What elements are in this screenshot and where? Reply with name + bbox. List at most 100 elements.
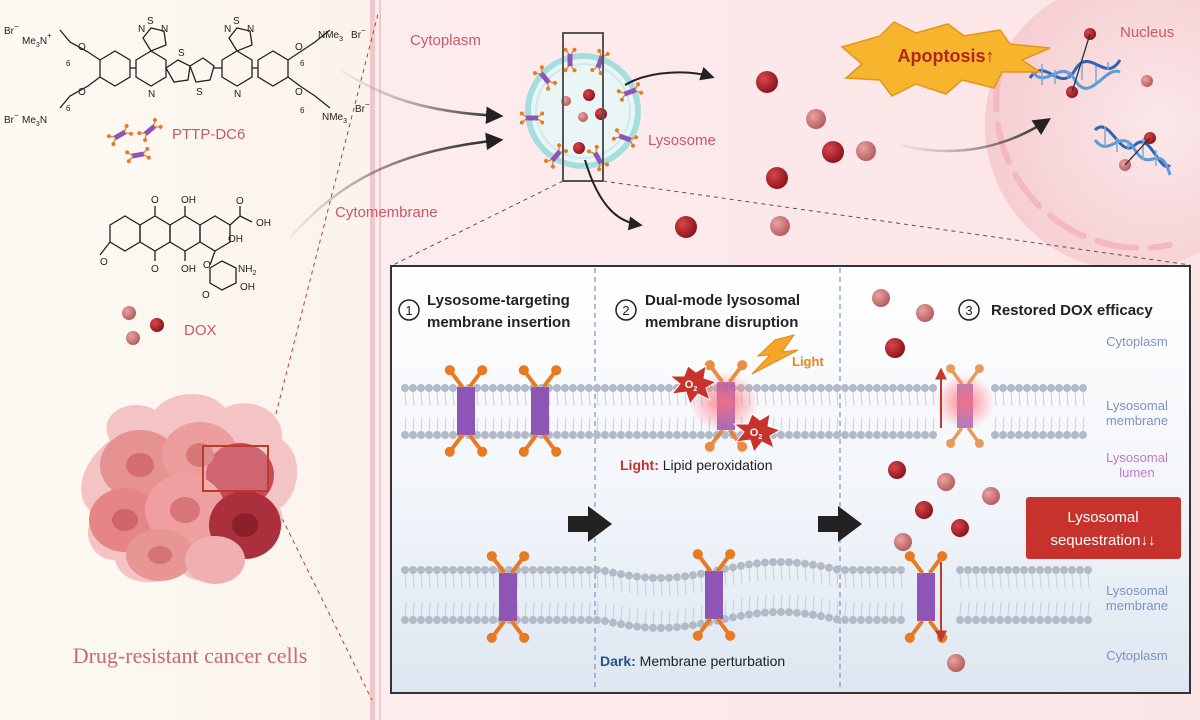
dox-molecule [675, 216, 697, 238]
disruption-glow [935, 374, 995, 430]
side-label-lumen-2: lumen [1119, 465, 1154, 480]
dox-molecule [888, 461, 906, 479]
pttp-molecule [543, 143, 569, 169]
light-label: Light [792, 354, 824, 369]
light-caption: Light: Lipid peroxidation [620, 457, 773, 473]
cytomembrane-label: Cytomembrane [335, 204, 438, 221]
pttp-molecule [519, 111, 545, 125]
cell-nucleus [112, 509, 138, 531]
dox-molecule [822, 141, 844, 163]
dox-molecule [951, 519, 969, 537]
step-number-circle [615, 299, 637, 321]
dox-label: DOX [184, 322, 217, 339]
pttp-dc6-structure [59, 27, 331, 109]
side-label-membrane-top-1: Lysosomal [1106, 398, 1168, 413]
dox-molecule [756, 71, 778, 93]
pttp-molecules-on-lysosome [519, 47, 644, 172]
dox-molecule [885, 338, 905, 358]
step-number: 1 [405, 303, 412, 318]
cytoplasm-label: Cytoplasm [410, 32, 481, 49]
svg-text:N: N [148, 89, 155, 100]
pttp-legend-icons [106, 117, 163, 164]
dna-helix-icon [1028, 59, 1122, 90]
cell-nucleus [170, 497, 200, 523]
step-title-line2: membrane disruption [645, 314, 798, 331]
pttp-molecule [137, 117, 163, 143]
svg-text:Br−: Br− [4, 22, 19, 37]
zoom-box [562, 32, 604, 182]
lipid-bilayer [956, 566, 1092, 624]
svg-text:6: 6 [300, 106, 305, 115]
svg-text:6: 6 [300, 59, 305, 68]
dark-caption: Dark: Membrane perturbation [600, 653, 785, 669]
dox-atom-labels: O OH O OH OH O OH O O NH2 OH O [100, 195, 271, 301]
pttp-in-membranes [444, 360, 984, 643]
svg-text:O: O [78, 87, 86, 98]
svg-text:N: N [161, 24, 168, 35]
step-arrow-icon [568, 506, 612, 542]
side-label-lumen-1: Lysosomal [1106, 450, 1168, 465]
dox-molecule [573, 142, 585, 154]
lysosome-label: Lysosome [648, 132, 716, 149]
svg-text:NH2: NH2 [238, 264, 256, 277]
svg-text:O: O [100, 257, 108, 268]
step-3-header: 3 Restored DOX efficacy [958, 299, 1153, 321]
side-labels: Cytoplasm Lysosomal membrane Lysosomal l… [1106, 334, 1168, 663]
svg-text:OH: OH [181, 195, 196, 206]
left-background [0, 0, 372, 720]
step-arrow-icon [818, 506, 862, 542]
zoom-line-cell-top [267, 13, 379, 446]
pttp-molecule [692, 549, 736, 641]
cancer-cell-cluster [81, 393, 298, 584]
nucleus-label: Nucleus [1120, 24, 1174, 41]
step-title-line2: membrane insertion [427, 314, 570, 331]
sequestration-box: Lysosomal sequestration↓↓ [1026, 497, 1181, 559]
svg-text:N: N [224, 24, 231, 35]
pttp-molecule [611, 128, 639, 148]
cell-nucleus [232, 513, 258, 537]
svg-text:OH: OH [240, 282, 255, 293]
dox-intercalation-line [1071, 33, 1091, 93]
svg-text:O2: O2 [750, 427, 763, 441]
step-2-header: 2 Dual-mode lysosomal membrane disruptio… [615, 292, 800, 331]
nucleus: Nucleus [985, 0, 1200, 270]
step-number-circle [958, 299, 980, 321]
pttp-dc6-atom-labels: Br− Me3N+ O 6 Br− Me3N O 6 N S N N S S N… [4, 16, 370, 128]
svg-text:O2: O2 [685, 379, 698, 393]
dox-molecule [126, 331, 140, 345]
svg-text:O: O [151, 264, 159, 275]
svg-text:O: O [151, 195, 159, 206]
arrow-dox-to-nucleus [899, 118, 1051, 153]
svg-text:N: N [138, 24, 145, 35]
svg-text:OH: OH [181, 264, 196, 275]
pttp-molecule [587, 144, 609, 172]
apoptosis-badge: Apoptosis↑ [840, 21, 1051, 97]
side-label-cytoplasm-bot: Cytoplasm [1106, 648, 1167, 663]
arrow-pttp-to-lysosome [339, 68, 504, 125]
dox-molecule [937, 473, 955, 491]
dox-molecule [122, 306, 136, 320]
step-number: 2 [622, 303, 629, 318]
zoom-line-cell-bottom [267, 489, 373, 701]
pttp-molecule [106, 124, 134, 146]
lipid-bilayers [401, 384, 1092, 632]
free-dox-cytoplasm [675, 71, 876, 238]
dox-molecule [982, 487, 1000, 505]
svg-text:6: 6 [66, 59, 71, 68]
dox-molecule [947, 654, 965, 672]
nuclear-envelope [993, 67, 1173, 251]
lightning-icon [751, 334, 799, 375]
cell-nucleus [148, 546, 172, 564]
svg-text:O: O [78, 42, 86, 53]
side-label-membrane-bot-2: membrane [1106, 598, 1168, 613]
apoptosis-label: Apoptosis↑ [898, 46, 995, 66]
dox-molecule [150, 318, 164, 332]
svg-text:Me3N: Me3N [22, 115, 47, 128]
step-number-circle [398, 299, 420, 321]
cell-zoom-box [202, 445, 269, 492]
pttp-molecule [616, 82, 644, 102]
apoptosis-star-shape [840, 21, 1051, 97]
lipid-bilayer [991, 384, 1087, 439]
dox-legend-icons [122, 306, 164, 345]
